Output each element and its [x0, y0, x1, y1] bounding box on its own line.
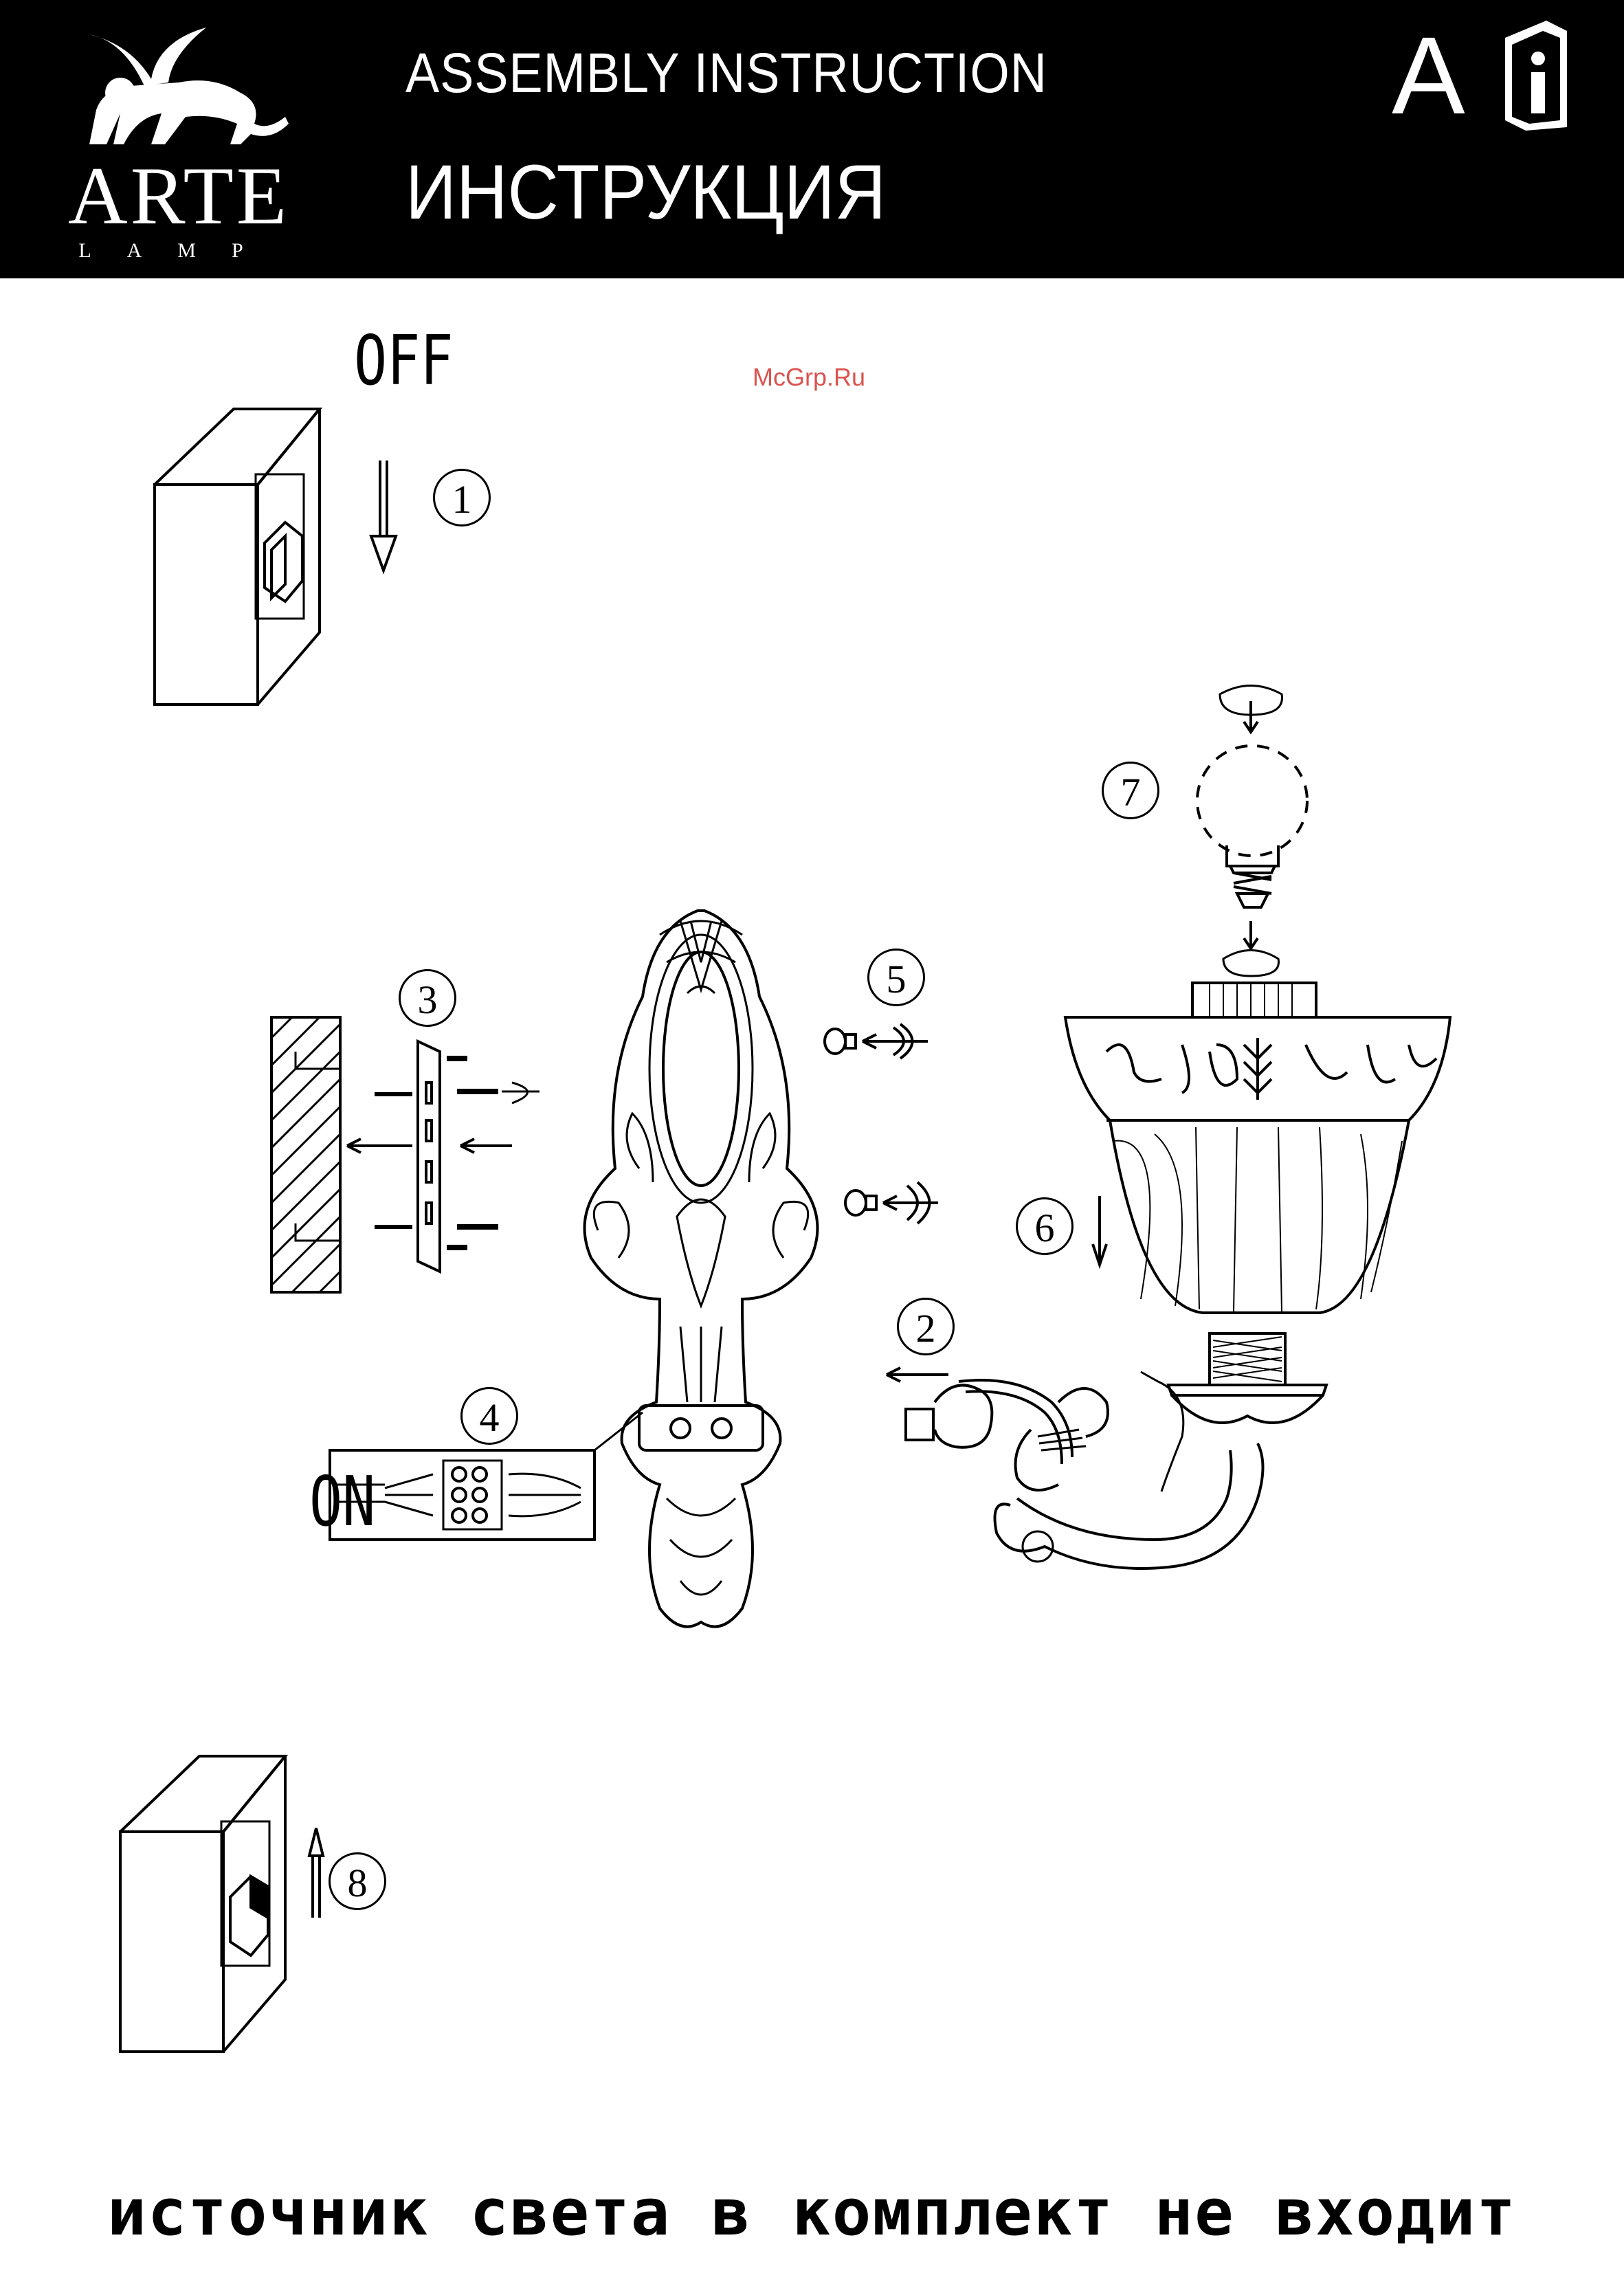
arrow-down-icon	[371, 461, 396, 570]
glass-shade	[1065, 983, 1450, 1313]
step-6-marker: 6	[1016, 1197, 1074, 1255]
header-band: ARTE LAMP ASSEMBLY INSTRUCTION ИНСТРУКЦИ…	[0, 0, 1624, 278]
finial-nut-bottom	[845, 1182, 938, 1223]
step-3-marker: 3	[399, 969, 456, 1027]
step-7-marker: 7	[1102, 762, 1159, 819]
lamp-arm	[887, 1368, 1263, 1568]
brand-name: ARTE	[48, 155, 309, 237]
light-bulb	[1197, 686, 1307, 977]
griffin-logo-icon	[48, 27, 309, 158]
off-label: OFF	[354, 326, 454, 395]
watermark: McGrp.Ru	[753, 363, 865, 392]
step-4-marker: 4	[460, 1387, 518, 1445]
ornate-backplate	[585, 911, 818, 1627]
footer-note: источник света в комплект не входит	[0, 2175, 1624, 2250]
assembly-diagram	[0, 278, 1624, 2273]
wall-mount-bracket	[271, 1017, 540, 1292]
brand-subtitle: LAMP	[55, 241, 302, 261]
language-letter: A	[1392, 21, 1465, 131]
arte-lamp-logo: ARTE LAMP	[48, 27, 309, 261]
step-8-marker: 8	[329, 1852, 386, 1910]
step-2-marker: 2	[897, 1298, 955, 1355]
step-1-marker: 1	[433, 469, 491, 526]
title-russian: ИНСТРУКЦИЯ	[405, 148, 886, 236]
arrow-up-icon	[309, 1828, 323, 1918]
book-info-icon	[1498, 17, 1574, 134]
switch-box-off	[155, 409, 320, 705]
socket-holder	[1168, 1333, 1326, 1423]
on-label: ON	[309, 1467, 375, 1536]
title-english: ASSEMBLY INSTRUCTION	[405, 41, 1047, 106]
finial-nut-top	[825, 1024, 928, 1058]
switch-box-on	[120, 1756, 285, 2052]
step-5-marker: 5	[867, 949, 925, 1006]
